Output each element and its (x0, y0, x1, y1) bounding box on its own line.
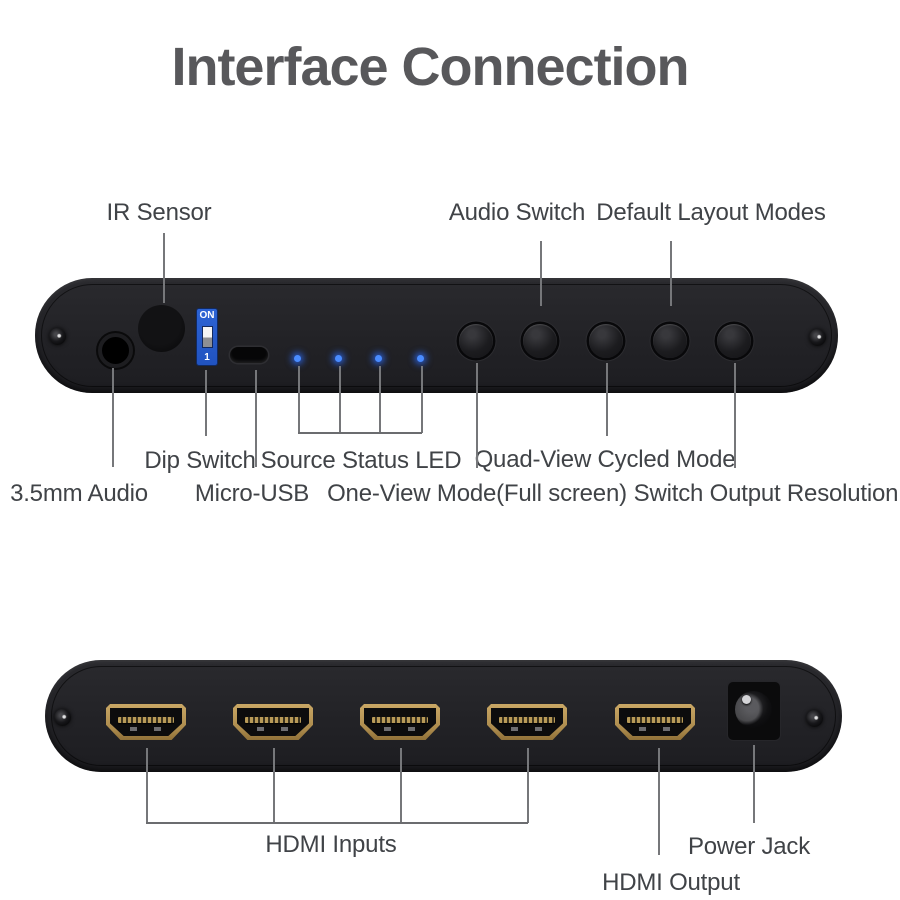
page-title: Interface Connection (171, 37, 689, 98)
callout-line-led-1 (298, 366, 300, 433)
dip-on-label: ON (199, 310, 215, 321)
hdmi-tab (154, 727, 161, 731)
label-quad-view-cycled-mode: Quad-View Cycled Mode (474, 446, 736, 473)
label-3-5mm-audio: 3.5mm Audio (10, 480, 148, 507)
label-audio-switch: Audio Switch (448, 199, 586, 226)
hdmi-pins (118, 717, 174, 723)
hdmi-input-port-2 (233, 704, 313, 740)
hdmi-tab (281, 727, 288, 731)
callout-line-quad-view (606, 363, 608, 436)
callout-line-default-layout-modes (670, 241, 672, 306)
ir-sensor-window (138, 305, 185, 352)
label-ir-sensor: IR Sensor (106, 199, 212, 226)
callout-line-led-4 (421, 366, 423, 433)
hdmi-tab (535, 727, 542, 731)
hdmi-input-port-4 (487, 704, 567, 740)
switch-front-panel: ON 1 (35, 278, 838, 393)
callout-line-3-5mm-audio (112, 368, 114, 467)
callout-line-hdmi-output (658, 748, 660, 855)
one-view-mode-button (459, 324, 493, 358)
screw-icon (809, 329, 826, 346)
hdmi-pins (627, 717, 683, 723)
label-source-status-led: Source Status LED (260, 447, 462, 474)
callout-line-led-2 (339, 366, 341, 433)
hdmi-pins (245, 717, 301, 723)
callout-bracket-leds (298, 432, 422, 434)
power-jack-port (728, 682, 780, 740)
source-status-led-3 (375, 355, 382, 362)
callout-line-dip-switch (205, 370, 207, 436)
dip-slider (201, 326, 213, 348)
dip-switch: ON 1 (197, 309, 217, 365)
callout-line-one-view-mode (476, 363, 478, 468)
hdmi-input-port-3 (360, 704, 440, 740)
default-layout-modes-button (653, 324, 687, 358)
label-power-jack: Power Jack (687, 833, 811, 860)
power-jack-barrel (735, 691, 772, 728)
label-hdmi-inputs: HDMI Inputs (265, 831, 397, 858)
screw-icon (49, 328, 66, 345)
quad-view-mode-button (589, 324, 623, 358)
callout-line-power-jack (753, 745, 755, 823)
screw-icon (54, 709, 71, 726)
callout-line-audio-switch (540, 241, 542, 306)
label-default-layout-modes: Default Layout Modes (596, 199, 826, 226)
hdmi-tab (639, 727, 646, 731)
hdmi-tab (130, 727, 137, 731)
hdmi-tab (408, 727, 415, 731)
callout-line-hdmi-in-1 (146, 748, 148, 823)
source-status-led-4 (417, 355, 424, 362)
micro-usb-port (230, 347, 268, 363)
power-jack-pin (742, 695, 751, 704)
label-one-view-mode: One-View Mode(Full screen) (327, 480, 627, 507)
hdmi-tab (257, 727, 264, 731)
audio-switch-button (523, 324, 557, 358)
label-dip-switch: Dip Switch (144, 447, 256, 474)
callout-line-hdmi-in-4 (527, 748, 529, 823)
dip-pin-label: 1 (204, 352, 210, 363)
callout-line-hdmi-in-3 (400, 748, 402, 823)
label-micro-usb: Micro-USB (194, 480, 310, 507)
label-hdmi-output: HDMI Output (602, 869, 740, 896)
hdmi-pins (499, 717, 555, 723)
audio-jack-3-5mm (98, 333, 133, 368)
hdmi-input-port-1 (106, 704, 186, 740)
hdmi-tab (511, 727, 518, 731)
callout-line-led-3 (379, 366, 381, 433)
callout-line-hdmi-in-2 (273, 748, 275, 823)
label-switch-output-resolution: Switch Output Resolution (633, 480, 899, 507)
callout-line-micro-usb (255, 370, 257, 467)
switch-rear-panel (45, 660, 842, 772)
hdmi-tab (663, 727, 670, 731)
callout-line-ir-sensor (163, 233, 165, 303)
screw-icon (806, 710, 823, 727)
callout-line-output-resolution (734, 363, 736, 468)
callout-bracket-hdmi-inputs (146, 822, 528, 824)
source-status-led-1 (294, 355, 301, 362)
output-resolution-button (717, 324, 751, 358)
source-status-led-2 (335, 355, 342, 362)
hdmi-pins (372, 717, 428, 723)
hdmi-tab (384, 727, 391, 731)
hdmi-output-port (615, 704, 695, 740)
